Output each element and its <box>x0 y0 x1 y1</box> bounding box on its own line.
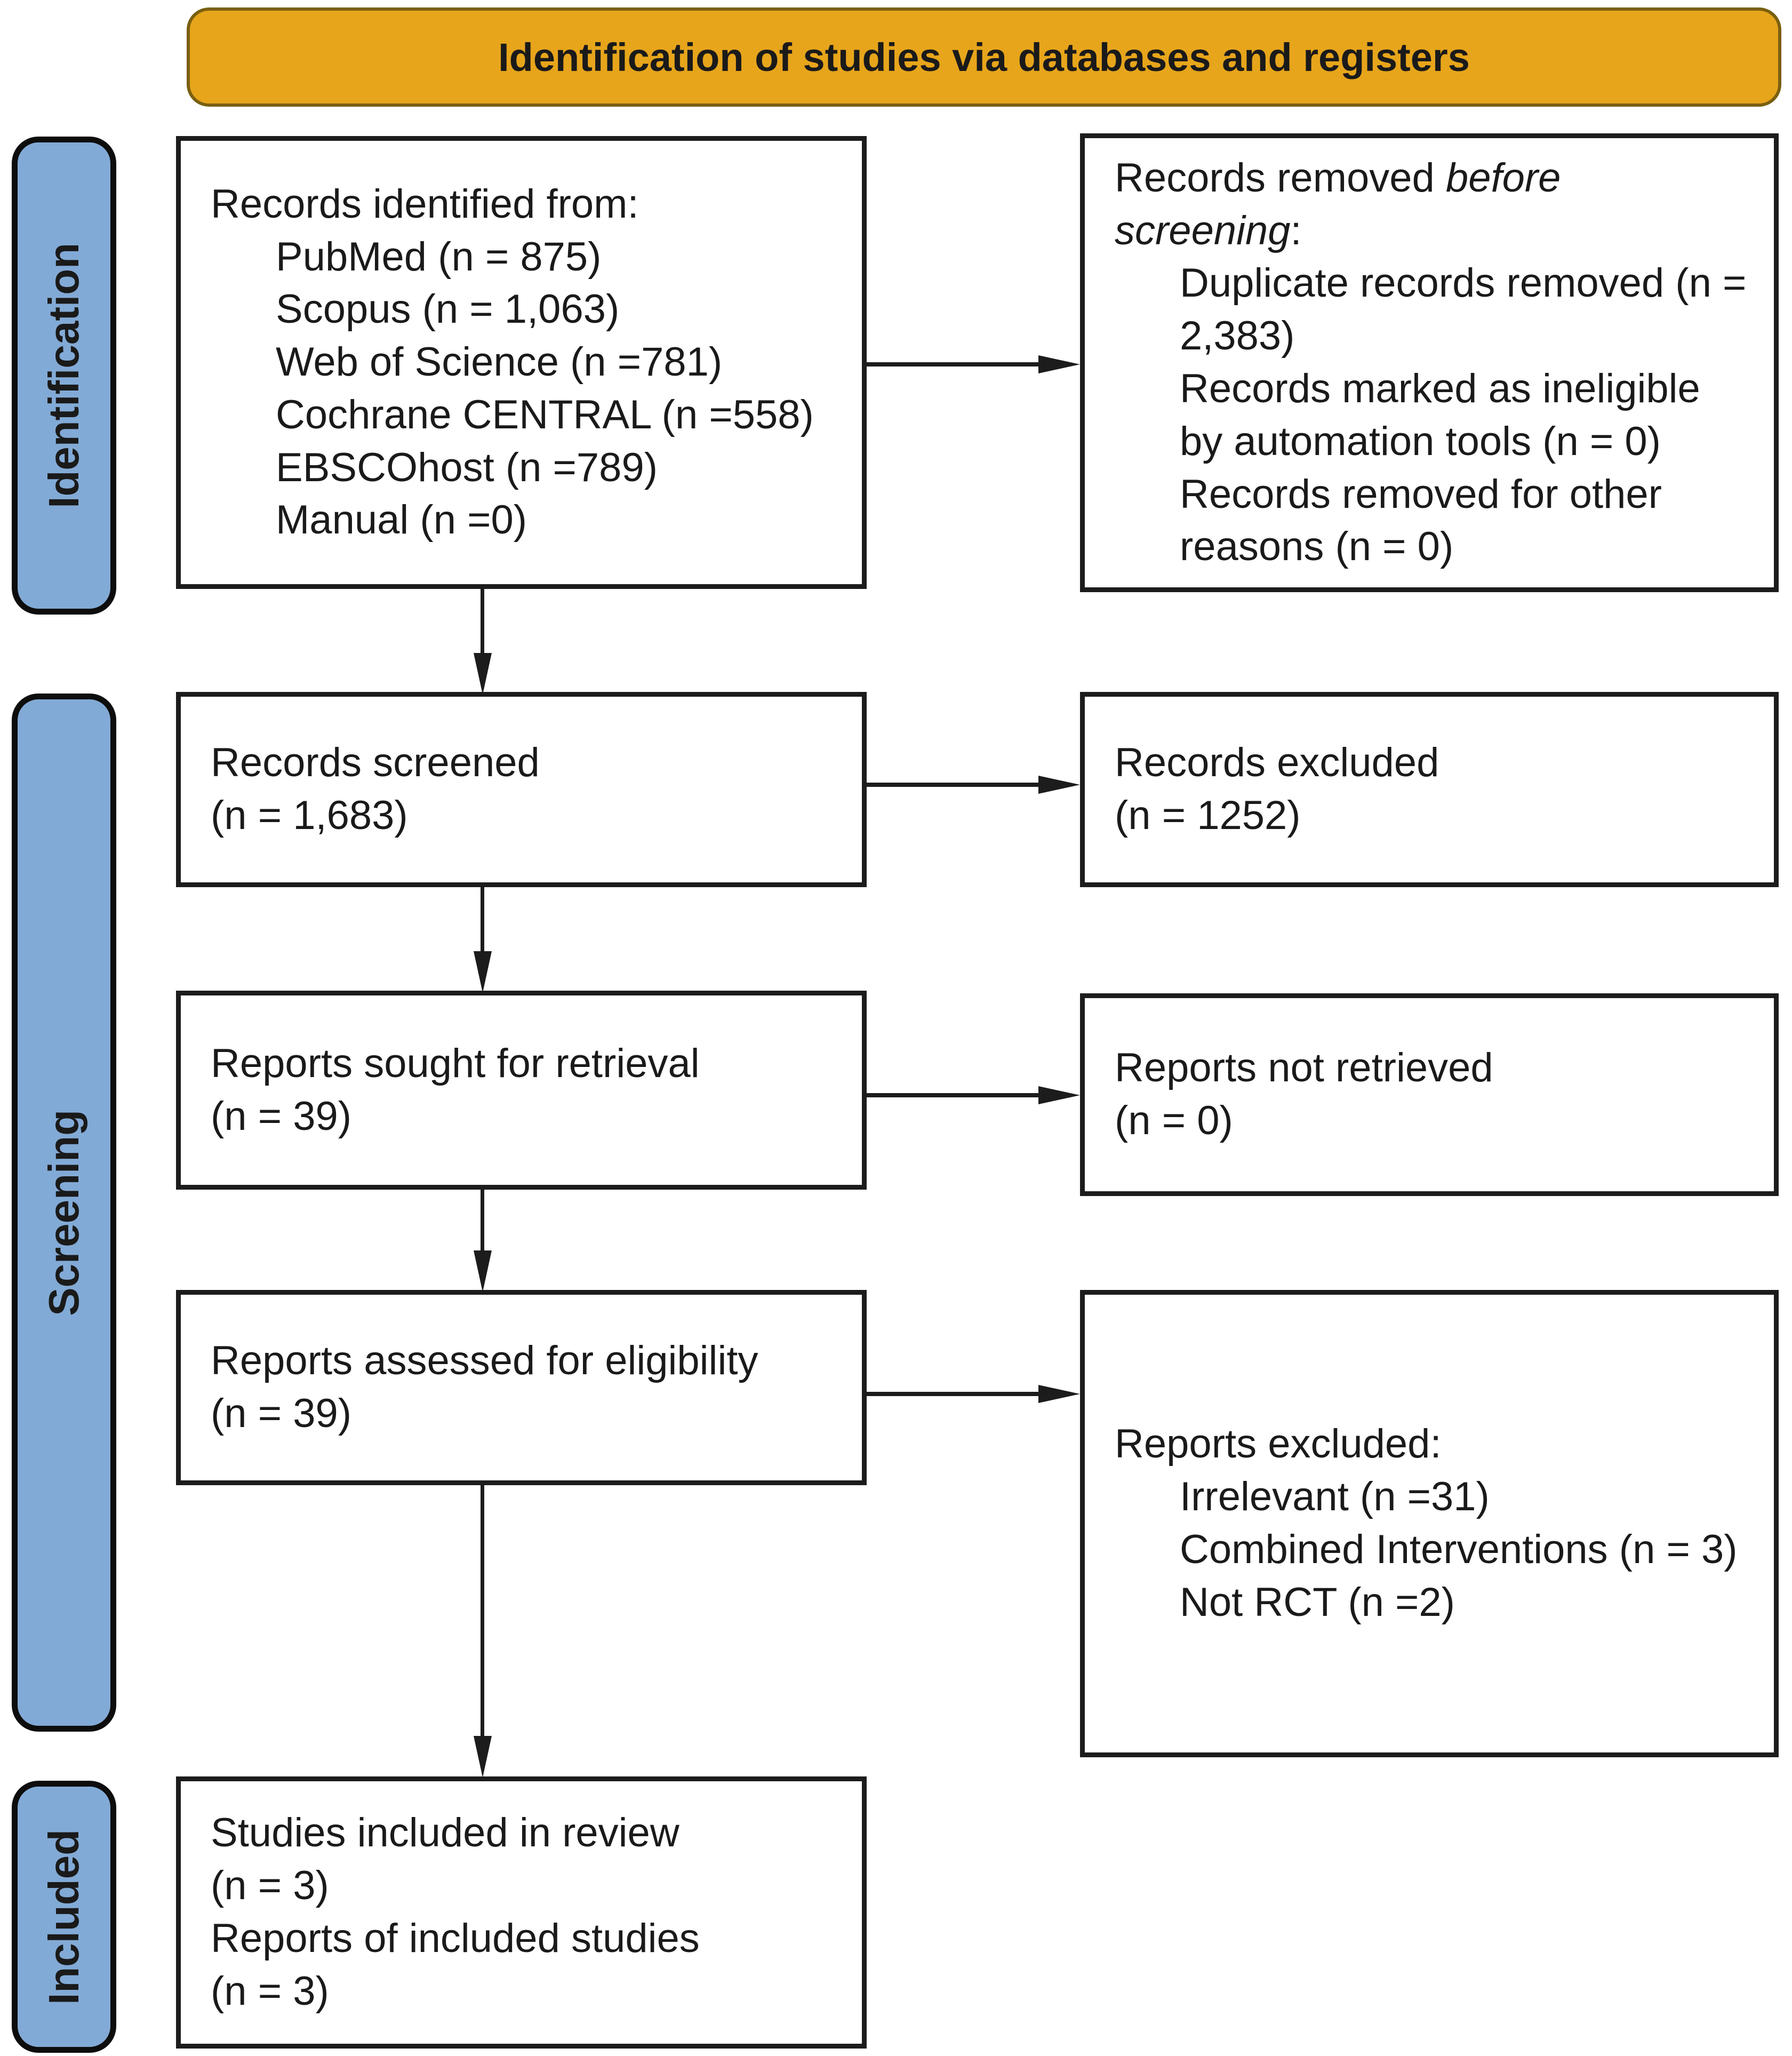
banner-title: Identification of studies via databases … <box>498 35 1470 79</box>
box-text-line: Reports not retrieved <box>1115 1045 1493 1091</box>
box-text-line: PubMed (n = 875) <box>276 234 602 280</box>
box-reports-assessed: Reports assessed for eligibility (n = 39… <box>176 1290 867 1485</box>
arrow-screened-to-excluded <box>867 783 1041 787</box>
box-text-line: Web of Science (n =781) <box>276 339 723 385</box>
box-text-line: Records removed for other reasons (n = 0… <box>1180 471 1662 570</box>
arrowhead-right-icon <box>1038 1385 1080 1403</box>
box-text-line: (n = 3) <box>211 1863 329 1909</box>
stage-label-identification: Identification <box>12 137 116 615</box>
box-text-line: Records screened <box>211 740 540 786</box>
box-text-line: (n = 39) <box>211 1391 352 1436</box>
box-records-removed-before-screening: Records removed before screening: Duplic… <box>1080 133 1779 592</box>
stage-label-included-text: Included <box>40 1829 87 2005</box>
stage-label-screening-text: Screening <box>40 1109 87 1316</box>
arrowhead-down-icon <box>474 951 492 993</box>
box-records-identified: Records identified from: PubMed (n = 875… <box>176 136 867 589</box>
box-text-line: Irrelevant (n =31) <box>1180 1474 1490 1520</box>
box-text-line: Cochrane CENTRAL (n =558) <box>276 392 814 437</box>
box-text-line: (n = 1252) <box>1115 793 1301 838</box>
box-text-line: Duplicate records removed (n = 2,383) <box>1180 260 1747 359</box>
box-text-line: Reports of included studies <box>211 1916 700 1961</box>
arrow-sought-to-assessed <box>481 1190 484 1255</box>
arrow-screened-to-sought <box>481 887 484 955</box>
box-reports-excluded-reasons: Reports excluded: Irrelevant (n =31) Com… <box>1080 1290 1779 1757</box>
box-text-line: Records excluded <box>1115 740 1439 786</box>
arrow-identified-to-removed <box>867 362 1041 366</box>
box-text-line: Reports sought for retrieval <box>211 1040 700 1086</box>
box-reports-not-retrieved: Reports not retrieved (n = 0) <box>1080 993 1779 1196</box>
box-text-line: Combined Interventions (n = 3) <box>1180 1527 1738 1572</box>
box-text-segment: : <box>1290 208 1302 253</box>
box-records-excluded: Records excluded (n = 1252) <box>1080 692 1779 887</box>
box-text-line: (n = 0) <box>1115 1098 1233 1143</box>
arrowhead-right-icon <box>1038 1086 1080 1104</box>
box-text-line: Reports excluded: <box>1115 1421 1442 1467</box>
arrowhead-right-icon <box>1038 776 1080 794</box>
arrowhead-down-icon <box>474 1736 492 1778</box>
box-text-line: EBSCOhost (n =789) <box>276 444 658 490</box>
box-text-line: Records marked as ineligible by automati… <box>1180 366 1700 464</box>
stage-label-identification-text: Identification <box>40 243 87 508</box>
stage-label-included: Included <box>12 1781 116 2053</box>
box-studies-included: Studies included in review (n = 3) Repor… <box>176 1776 867 2049</box>
box-text-line: Records removed before screening: <box>1115 152 1750 258</box>
box-records-screened: Records screened (n = 1,683) <box>176 692 867 887</box>
box-text-line: Not RCT (n =2) <box>1180 1579 1455 1625</box>
box-text-line: (n = 39) <box>211 1093 352 1139</box>
arrow-assessed-to-reports-excluded <box>867 1392 1041 1396</box>
arrowhead-right-icon <box>1038 355 1080 373</box>
box-text-line: (n = 1,683) <box>211 793 408 838</box>
box-text-line: Reports assessed for eligibility <box>211 1338 758 1384</box>
stage-label-screening: Screening <box>12 694 116 1732</box>
arrowhead-down-icon <box>474 1250 492 1292</box>
banner-identification-via-databases: Identification of studies via databases … <box>187 7 1781 107</box>
arrow-identified-to-screened <box>481 589 484 657</box>
box-text-line: (n = 3) <box>211 1968 329 2014</box>
arrowhead-down-icon <box>474 653 492 695</box>
box-text-line: Records identified from: <box>211 181 639 227</box>
box-text-segment: Records removed <box>1115 155 1446 201</box>
box-text-line: Studies included in review <box>211 1810 679 1856</box>
box-text-line: Scopus (n = 1,063) <box>276 286 620 332</box>
arrow-sought-to-not-retrieved <box>867 1093 1041 1097</box>
box-text-segment-italic: before screening <box>1115 155 1561 253</box>
box-text-line: Manual (n =0) <box>276 497 527 543</box>
arrow-assessed-to-included <box>481 1485 484 1739</box>
box-reports-sought: Reports sought for retrieval (n = 39) <box>176 991 867 1190</box>
